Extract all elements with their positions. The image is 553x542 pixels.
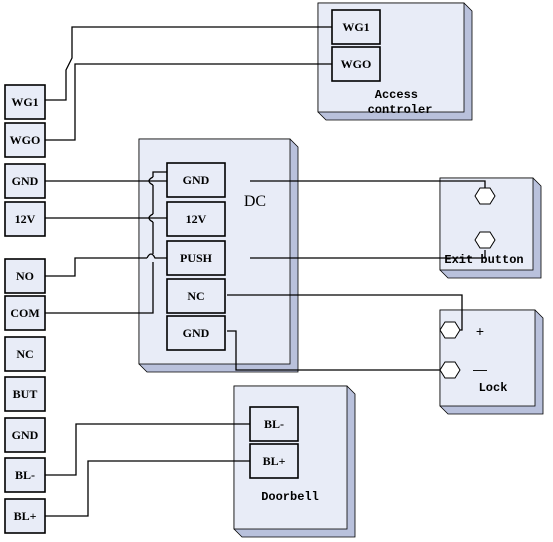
dc-label-gnd: GND [183, 173, 210, 187]
wire-dc-gnd-exit [250, 180, 486, 190]
label-no: NO [16, 269, 34, 283]
access-controller-title: Access controler [368, 88, 433, 117]
terminal-wg1 [4, 84, 46, 120]
terminal-nc [4, 336, 46, 372]
doorbell-terminal-bl-plus [249, 443, 299, 479]
lock-title: Lock [479, 381, 508, 395]
dc-terminal-push [166, 240, 226, 276]
wire-dc-gnd-lock [227, 330, 449, 371]
exit-top-connector [474, 187, 496, 205]
dc-label-push: PUSH [180, 251, 213, 265]
dc-terminal-nc [166, 278, 226, 314]
doorbell-label-bl-minus: BL- [264, 417, 284, 431]
label-12v: 12V [15, 212, 36, 226]
label-bl-minus: BL- [15, 468, 35, 482]
wire-wg1 [45, 26, 332, 101]
doorbell-title: Doorbell [261, 490, 319, 504]
terminal-no [4, 258, 46, 294]
dc-label-gnd2: GND [183, 326, 210, 340]
wire-bl-minus [45, 423, 250, 476]
label-gnd: GND [12, 174, 39, 188]
access-controller-title-line: Access [375, 88, 418, 102]
dc-label-12v: 12V [186, 212, 207, 226]
exit-bottom-connector [474, 231, 496, 249]
dc-title: DC [244, 193, 266, 210]
dc-terminal-12v [166, 201, 226, 237]
controller-terminals [4, 84, 46, 534]
terminal-wg0 [4, 122, 46, 158]
dc-terminal-gnd2 [166, 315, 226, 351]
wire-no-jump [146, 253, 167, 259]
wire-bl-plus [45, 460, 250, 517]
label-but: BUT [13, 387, 38, 401]
exit-button-title: Exit button [444, 253, 523, 267]
terminal-12v [4, 201, 46, 237]
dc-label-nc: NC [187, 289, 204, 303]
lock-minus-sign: — [473, 361, 487, 377]
terminal-bl-plus [4, 498, 46, 534]
label-com: COM [10, 306, 39, 320]
lock-plus-sign: + [476, 323, 484, 339]
wire-no [45, 257, 147, 277]
terminal-bl-minus [4, 457, 46, 493]
label-wg1: WG1 [11, 95, 38, 109]
label-nc: NC [16, 347, 33, 361]
exit-button-panel [439, 177, 542, 279]
access-label-wg1: WG1 [342, 20, 369, 34]
dc-terminal-gnd [166, 162, 226, 198]
doorbell-terminal-bl-minus [249, 406, 299, 442]
lock-minus-connector [439, 361, 461, 379]
terminal-gnd [4, 163, 46, 199]
label-bl-plus: BL+ [14, 509, 37, 523]
exit-button-connectors [474, 187, 496, 249]
terminal-gnd2 [4, 417, 46, 453]
wire-dc-push-exit [250, 250, 486, 259]
label-gnd2: GND [12, 428, 39, 442]
terminal-com [4, 295, 46, 331]
access-controller-title-line: controler [368, 103, 433, 117]
wire-com [45, 262, 154, 314]
access-terminal-wg0 [331, 46, 381, 82]
wire-wg0 [45, 63, 332, 141]
access-label-wg0: WGO [341, 57, 372, 71]
doorbell-label-bl-plus: BL+ [263, 454, 286, 468]
controller-terminal-labels: WG1 WGO GND 12V NO COM NC BUT GND BL- BL… [10, 95, 41, 523]
wires [45, 26, 486, 517]
lock-plus-connector [439, 321, 461, 339]
access-terminal-wg1 [331, 9, 381, 45]
lock-connectors [439, 321, 461, 379]
terminal-but [4, 376, 46, 412]
label-wg0: WGO [10, 133, 41, 147]
lock-panel [439, 309, 544, 415]
